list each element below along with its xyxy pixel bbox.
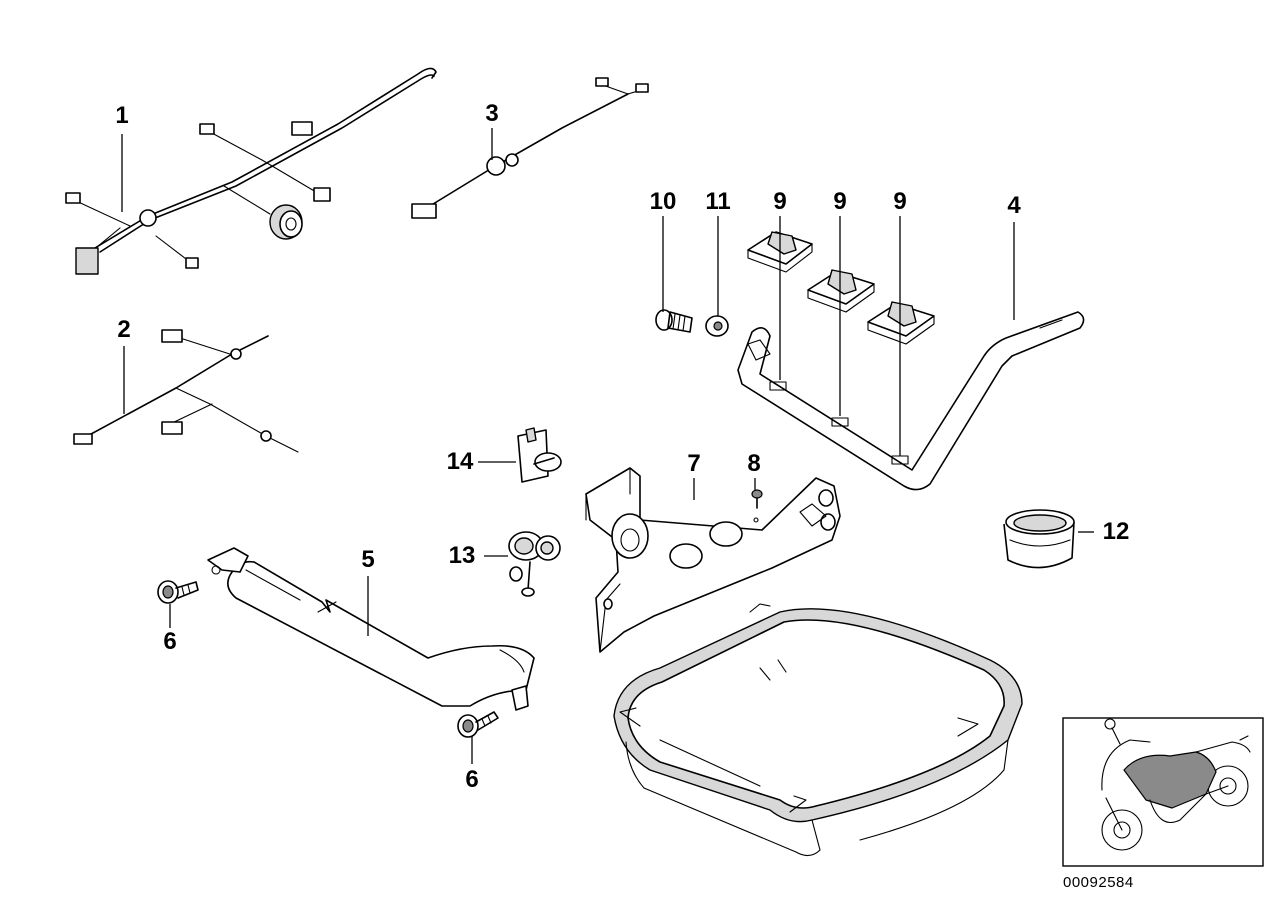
connector-icon bbox=[161, 329, 183, 343]
tube-5 bbox=[207, 547, 535, 711]
round-cap-icon bbox=[269, 204, 303, 240]
wiring-harness-1 bbox=[65, 67, 437, 275]
grommet-icon bbox=[230, 348, 242, 360]
screw-8 bbox=[751, 489, 763, 523]
callout-14: 14 bbox=[446, 448, 474, 475]
grommet-icon bbox=[260, 430, 272, 442]
holder-plate-7 bbox=[585, 467, 841, 653]
screw-10 bbox=[655, 309, 693, 333]
motorcycle-thumbnail bbox=[1062, 717, 1264, 867]
screw-6a bbox=[157, 580, 199, 604]
cable-3 bbox=[411, 77, 649, 219]
callout-9-left: 9 bbox=[773, 188, 787, 215]
callout-8: 8 bbox=[747, 450, 761, 477]
callout-9-middle: 9 bbox=[833, 188, 847, 215]
callout-13: 13 bbox=[448, 542, 476, 569]
connector-icon bbox=[411, 203, 437, 219]
callout-3: 3 bbox=[485, 100, 499, 127]
callout-10: 10 bbox=[649, 188, 677, 215]
connector-icon bbox=[291, 121, 313, 136]
connector-icon bbox=[595, 77, 609, 87]
bracket-4 bbox=[737, 311, 1085, 491]
washer-11 bbox=[705, 315, 729, 337]
grommet-icon bbox=[139, 209, 157, 227]
connector-icon bbox=[161, 421, 183, 435]
callout-6-lower: 6 bbox=[465, 766, 479, 793]
callout-12: 12 bbox=[1102, 518, 1130, 545]
clip-9a bbox=[747, 231, 813, 273]
clamp-13 bbox=[508, 531, 561, 597]
clip-9c bbox=[867, 301, 935, 345]
connector-icon bbox=[199, 123, 215, 135]
figure-number: 00092584 bbox=[1063, 874, 1134, 891]
leader-lines bbox=[121, 128, 1094, 764]
callout-2: 2 bbox=[117, 316, 131, 343]
callout-5: 5 bbox=[361, 546, 375, 573]
callout-11: 11 bbox=[705, 188, 731, 215]
wiring-harness-2 bbox=[73, 329, 299, 453]
clip-14 bbox=[517, 427, 562, 483]
callout-9-right: 9 bbox=[893, 188, 907, 215]
connector-icon bbox=[313, 187, 331, 202]
callout-4: 4 bbox=[1007, 192, 1021, 219]
connector-icon bbox=[635, 83, 649, 93]
grommet-icon bbox=[486, 156, 506, 176]
plug-icon bbox=[75, 247, 99, 275]
screw-6b bbox=[457, 711, 499, 738]
connector-icon bbox=[65, 192, 81, 204]
connector-icon bbox=[73, 433, 93, 445]
callout-1: 1 bbox=[115, 102, 129, 129]
clip-9b bbox=[807, 269, 875, 313]
callout-6-upper: 6 bbox=[163, 628, 177, 655]
grommet-12 bbox=[1003, 509, 1075, 569]
storage-tray bbox=[613, 603, 1023, 857]
connector-icon bbox=[185, 257, 199, 269]
callout-7: 7 bbox=[687, 450, 701, 477]
